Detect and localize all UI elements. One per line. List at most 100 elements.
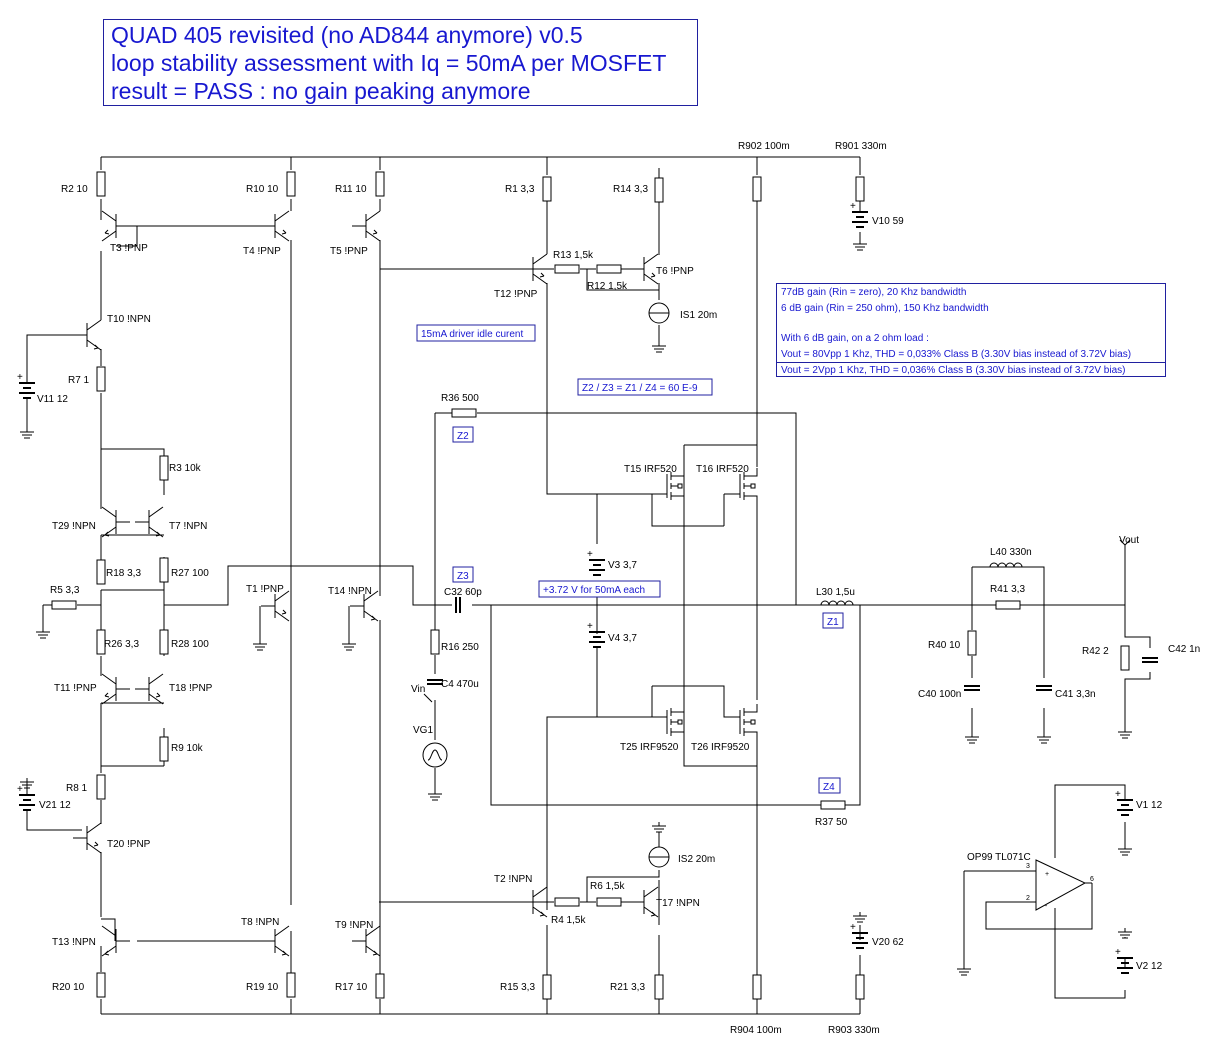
label-t13: T13 !NPN <box>52 937 96 948</box>
r903-symbol <box>855 974 865 1000</box>
label-op99: OP99 TL071C <box>967 852 1031 863</box>
label-r10: R10 10 <box>246 184 279 195</box>
t10-symbol-arrow <box>93 344 99 350</box>
label-r901: R901 330m <box>835 141 887 152</box>
v20-battery <box>852 932 868 949</box>
r3-symbol <box>159 455 169 481</box>
label-c32: C32 60p <box>444 587 482 598</box>
r37-symbol <box>820 800 846 810</box>
label-r17: R17 10 <box>335 982 368 993</box>
label-r41: R41 3,3 <box>990 584 1025 595</box>
r9-symbol <box>159 736 169 762</box>
label-r6: R6 1,5k <box>590 881 625 892</box>
label-t8: T8 !NPN <box>241 917 279 928</box>
r36-symbol <box>451 408 477 418</box>
t18-symbol <box>135 673 164 705</box>
r40-symbol <box>967 630 977 656</box>
t4-symbol <box>261 210 290 242</box>
label-t17: T17 !NPN <box>656 898 700 909</box>
label-r27: R27 100 <box>171 568 209 579</box>
label-t14: T14 !NPN <box>328 586 372 597</box>
label-c42: C42 1n <box>1168 644 1200 655</box>
label-v20: V20 62 <box>872 937 904 948</box>
label-t18: T18 !PNP <box>169 683 213 694</box>
label-r9: R9 10k <box>171 743 204 754</box>
label-r3: R3 10k <box>169 463 202 474</box>
t3-symbol <box>101 210 130 242</box>
v2-ground <box>1118 928 1132 939</box>
r7-symbol <box>96 366 106 392</box>
z3-tag: Z3 <box>457 571 469 582</box>
r28-symbol <box>159 629 169 655</box>
label-r19: R19 10 <box>246 982 279 993</box>
is2-ground <box>652 822 666 833</box>
t13-symbol <box>101 925 130 957</box>
label-t2: T2 !NPN <box>494 874 532 885</box>
r1-symbol <box>542 176 552 202</box>
label-t11: T11 !PNP <box>54 683 97 694</box>
v21-battery <box>19 794 35 811</box>
c4-symbol <box>427 679 443 685</box>
opamp-ground <box>957 965 971 976</box>
c41-symbol <box>1036 685 1052 691</box>
v11-battery-plus: + <box>17 372 23 383</box>
t9-symbol-arrow <box>372 950 378 956</box>
label-t10: T10 !NPN <box>107 314 151 325</box>
v1-battery-plus: + <box>1115 789 1121 800</box>
vg1-ground <box>428 790 442 801</box>
opamp-pin-2: 2 <box>1026 895 1030 902</box>
r13-symbol <box>554 264 580 274</box>
t10-symbol <box>73 319 102 351</box>
t26-symbol-body <box>750 719 756 725</box>
label-r28: R28 100 <box>171 639 209 650</box>
v3-battery-plus: + <box>587 549 593 560</box>
opamp-symbol <box>1035 859 1087 911</box>
label-t12: T12 !PNP <box>494 289 538 300</box>
label-t5: T5 !PNP <box>330 246 368 257</box>
t14-ground <box>342 640 356 651</box>
label-t4: T4 !PNP <box>243 246 281 257</box>
label-c40: C40 100n <box>918 689 961 700</box>
t26-symbol <box>739 704 758 740</box>
t16-symbol-body <box>750 483 756 489</box>
label-t25: T25 IRF9520 <box>620 742 679 753</box>
vout-marker <box>1119 539 1131 546</box>
t8-symbol-arrow <box>281 950 287 956</box>
t11-symbol <box>101 673 130 705</box>
title-line-1: QUAD 405 revisited (no AD844 anymore) v0… <box>111 22 583 48</box>
c40-symbol <box>964 685 980 691</box>
vin-marker <box>423 693 436 703</box>
r27-symbol <box>159 557 169 583</box>
t5-symbol <box>352 210 381 242</box>
label-l40: L40 330n <box>990 547 1032 558</box>
v11-battery <box>19 382 35 399</box>
opamp-pin-6: 6 <box>1090 876 1094 883</box>
r904-symbol <box>752 974 762 1000</box>
label-v11: V11 12 <box>37 394 68 405</box>
notes-box: 77dB gain (Rin = zero), 20 Khz bandwidth… <box>776 283 1166 377</box>
t20-symbol <box>73 822 102 854</box>
label-r18: R18 3,3 <box>106 568 141 579</box>
t14-symbol-arrow <box>370 615 376 621</box>
r21-symbol <box>654 974 664 1000</box>
c41-ground <box>1037 733 1051 744</box>
r16-symbol <box>430 629 440 655</box>
r5-symbol <box>51 600 77 610</box>
t13-symbol-arrow <box>104 950 110 956</box>
t1-symbol <box>261 590 290 622</box>
r15-symbol <box>542 974 552 1000</box>
t7-symbol <box>135 506 164 538</box>
label-r4: R4 1,5k <box>551 915 586 926</box>
v10-battery-plus: + <box>850 201 856 212</box>
t3-symbol-arrow <box>104 229 110 235</box>
label-r21: R21 3,3 <box>610 982 645 993</box>
annotation-frames <box>416 324 844 794</box>
t15-symbol <box>666 468 685 504</box>
label-r903: R903 330m <box>828 1025 880 1036</box>
z-ratio-note: Z2 / Z3 = Z1 / Z4 = 60 E-9 <box>582 383 698 394</box>
r18-symbol <box>96 559 106 585</box>
label-t1: T1 !PNP <box>246 584 284 595</box>
label-is2: IS2 20m <box>678 854 715 865</box>
label-r8: R8 1 <box>66 783 88 794</box>
